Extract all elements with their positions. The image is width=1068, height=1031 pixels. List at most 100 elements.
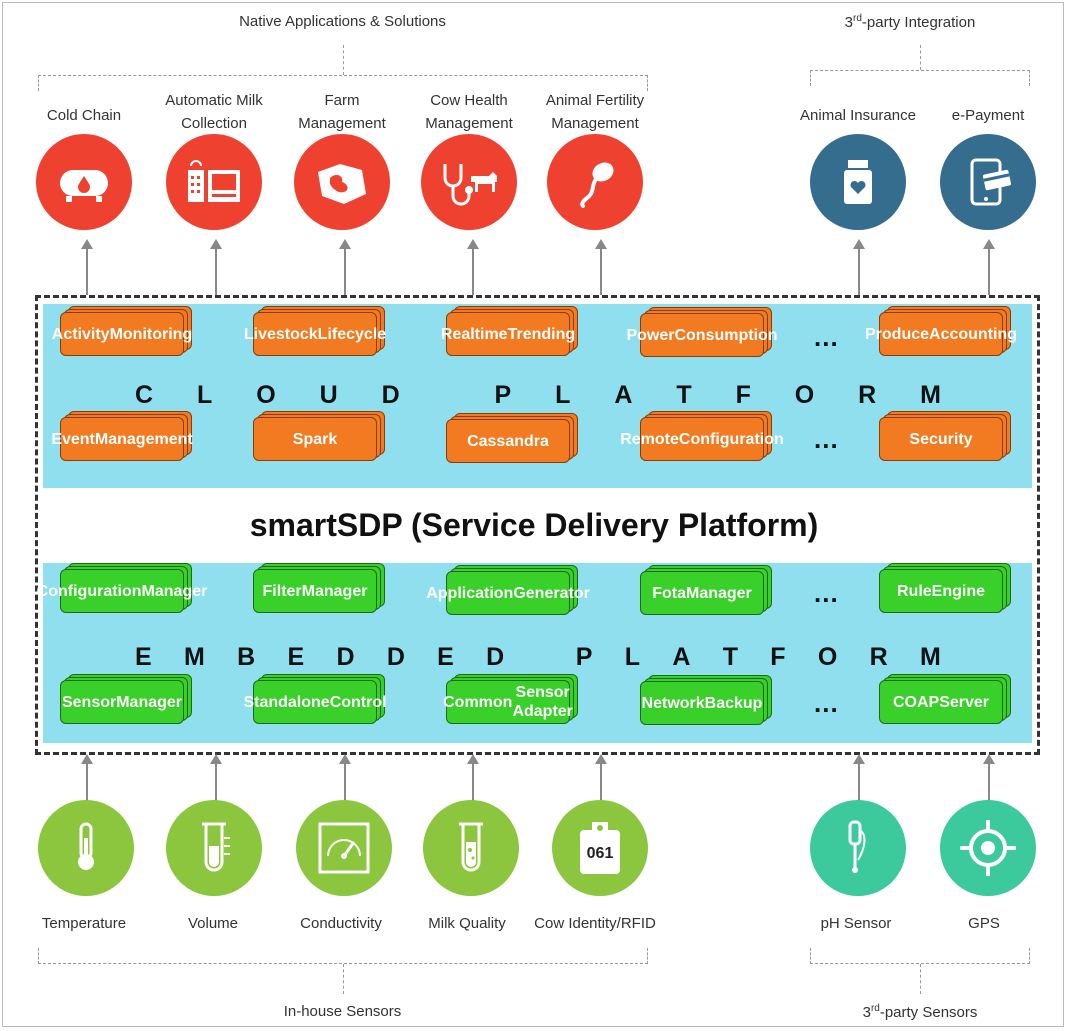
arrow-to-e-payment xyxy=(983,239,995,295)
smartsdp-platform-border xyxy=(35,295,1040,755)
arrow-to-animal-fertility xyxy=(595,239,607,295)
platform-title-letter: E xyxy=(437,643,454,671)
platform-title-letter: M xyxy=(919,643,941,671)
platform-title-letter: U xyxy=(319,381,338,409)
milk-quality-circle[interactable] xyxy=(423,800,519,896)
arrow-to-cold-chain xyxy=(81,239,93,295)
conductivity-circle[interactable] xyxy=(296,800,392,896)
platform-title-letter: L xyxy=(555,381,571,409)
animal-fertility-management-circle[interactable] xyxy=(547,134,643,230)
platform-title-letter: A xyxy=(614,381,633,409)
automatic-milk-collection-circle[interactable] xyxy=(166,134,262,230)
medicine-bottle-icon xyxy=(844,160,872,204)
platform-title-letter: D xyxy=(336,643,355,671)
arrow-from-gps xyxy=(983,754,995,802)
third-party-integration-label: 3rd-party Integration xyxy=(844,13,976,31)
inhouse-sensors-bracket xyxy=(38,948,648,964)
sensor-label-cow-identity-rfid: Cow Identity/RFID xyxy=(534,915,656,932)
box-label: Spark xyxy=(253,417,377,461)
flask-icon xyxy=(459,822,483,872)
platform-title-letter: D xyxy=(386,643,405,671)
arrow-from-conductivity xyxy=(339,754,351,802)
cow-identity-rfid-circle[interactable]: 061 xyxy=(552,800,648,896)
platform-title-letter: E xyxy=(135,643,152,671)
arrow-to-animal-insurance xyxy=(853,239,865,295)
arrow-to-cow-health xyxy=(467,239,479,295)
temperature-circle[interactable] xyxy=(38,800,134,896)
cow-health-management-circle[interactable] xyxy=(421,134,517,230)
app-label-animal-insurance: Animal Insurance xyxy=(800,107,916,124)
app-label-e-payment: e-Payment xyxy=(951,107,1025,124)
volume-circle[interactable] xyxy=(166,800,262,896)
embedded-row2-ellipsis: ... xyxy=(814,688,839,718)
arrow-from-volume xyxy=(210,754,222,802)
third-party-integration-stem xyxy=(920,45,921,70)
native-apps-group-label: Native Applications & Solutions xyxy=(239,13,446,30)
platform-title-letter: P xyxy=(494,381,512,409)
thermometer-icon xyxy=(78,822,94,870)
embedded-row1-ellipsis: ... xyxy=(814,578,839,608)
platform-title-letter: O xyxy=(817,643,838,671)
ph-sensor-circle[interactable] xyxy=(810,800,906,896)
cloud-box-security[interactable]: Security xyxy=(879,411,1011,461)
arrow-to-milk-collection xyxy=(210,239,222,295)
native-apps-bracket xyxy=(38,75,648,91)
platform-title-letter: M xyxy=(183,643,205,671)
platform-title-letter: B xyxy=(237,643,256,671)
ear-tag-icon: 061 xyxy=(580,822,620,874)
inhouse-sensors-stem xyxy=(343,964,344,994)
animal-insurance-circle[interactable] xyxy=(810,134,906,230)
cloud-box-cassandra[interactable]: Cassandra xyxy=(446,413,578,463)
box-label: Cassandra xyxy=(446,419,570,463)
farm-management-circle[interactable] xyxy=(294,134,390,230)
sensor-label-milk-quality: Milk Quality xyxy=(428,915,506,932)
e-payment-circle[interactable] xyxy=(940,134,1036,230)
sperm-icon xyxy=(580,162,614,208)
platform-title-letter xyxy=(444,381,451,410)
platform-title-letter: D xyxy=(381,381,400,409)
gps-circle[interactable] xyxy=(940,800,1036,896)
ear-tag-number: 061 xyxy=(587,845,614,862)
cloud-box-spark[interactable]: Spark xyxy=(253,411,385,461)
test-tube-icon xyxy=(202,822,230,872)
cold-chain-circle[interactable] xyxy=(36,134,132,230)
platform-title-letter: A xyxy=(672,643,691,671)
tank-icon xyxy=(60,170,108,202)
platform-title-letter: R xyxy=(858,381,877,409)
arrow-to-farm-management xyxy=(339,239,351,295)
platform-title-letter: T xyxy=(676,381,692,409)
platform-title-letter: E xyxy=(287,643,305,671)
milk-machine-icon xyxy=(188,160,240,202)
arrow-from-cow-identity xyxy=(595,754,607,802)
